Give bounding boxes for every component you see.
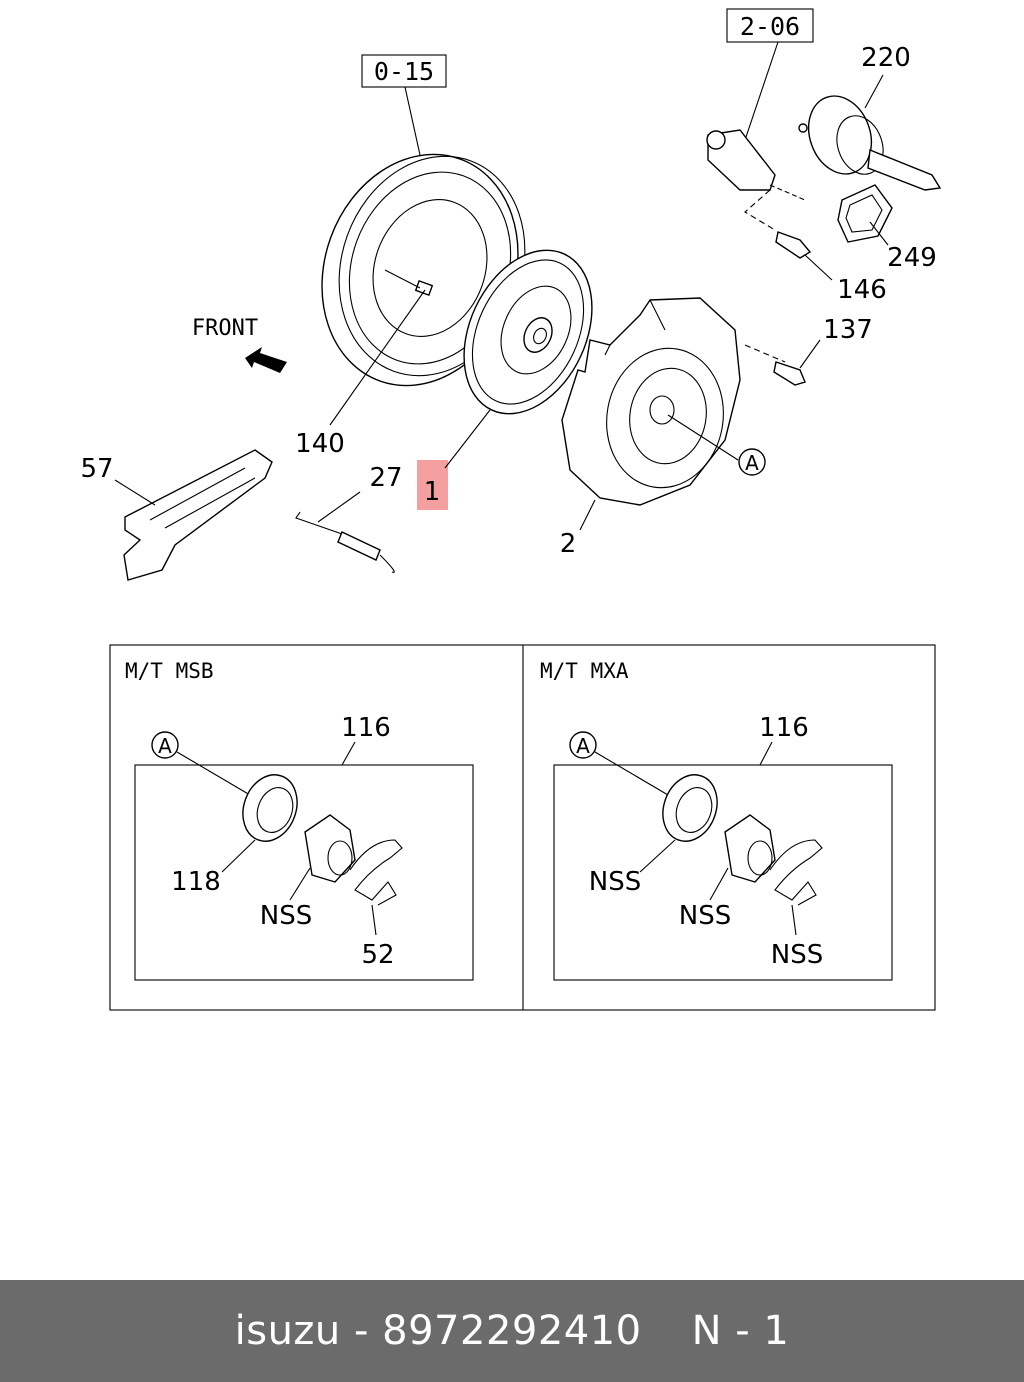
ref-box-0-15 — [361, 54, 447, 88]
inset-right-callout-nss-1: NSS — [589, 867, 641, 897]
bolt-146 — [775, 231, 812, 259]
master-cylinder — [798, 95, 942, 191]
callout-137: 137 — [823, 315, 873, 345]
callout-57: 57 — [80, 454, 113, 484]
callout-2: 2 — [560, 529, 577, 559]
gasket-249 — [837, 184, 893, 243]
inset-right: M/T MXA 116 A NSS NSS NSS — [540, 659, 893, 981]
ref-box-2-06 — [726, 8, 814, 43]
highlight-callout-1 — [417, 460, 448, 510]
inset-right-callout-nss-2: NSS — [679, 901, 731, 931]
callout-a-circle — [738, 448, 766, 476]
inset-right-callout-a: A — [576, 734, 590, 758]
pressure-plate — [561, 297, 741, 506]
slave-cylinder — [706, 129, 806, 201]
inset-left-callout-116: 116 — [341, 713, 391, 743]
inset-right-callout-nss-3: NSS — [771, 940, 823, 970]
footer-bar: isuzu - 8972292410 N - 1 — [0, 1280, 1024, 1382]
clutch-disc — [463, 249, 593, 415]
callout-a: A — [745, 451, 759, 475]
bolt-137 — [744, 344, 806, 386]
front-label: FRONT — [192, 316, 258, 341]
spring-27 — [295, 511, 395, 573]
parts-diagram: 0-15 1 2 A 137 2-06 — [80, 8, 942, 1011]
ref-2-06-label: 2-06 — [740, 12, 800, 41]
inset-left-title: M/T MSB — [125, 659, 214, 683]
inset-left-callout-118: 118 — [171, 867, 221, 897]
release-fork — [123, 449, 273, 581]
callout-140: 140 — [295, 429, 345, 459]
callout-27: 27 — [369, 463, 402, 493]
inset-left-callout-52: 52 — [361, 940, 394, 970]
callout-249: 249 — [887, 243, 937, 273]
callout-146: 146 — [837, 275, 887, 305]
inset-right-callout-116: 116 — [759, 713, 809, 743]
inset-right-title: M/T MXA — [540, 659, 629, 683]
callout-1: 1 — [424, 477, 441, 507]
front-arrow-icon — [245, 347, 287, 373]
footer-page: N - 1 — [691, 1308, 790, 1354]
callout-220: 220 — [861, 43, 911, 73]
ref-0-15-label: 0-15 — [374, 57, 434, 86]
inset-left-callout-nss: NSS — [260, 901, 312, 931]
footer-brand-part: isuzu - 8972292410 — [234, 1308, 642, 1354]
inset-left-callout-a: A — [158, 734, 172, 758]
inset-left: M/T MSB 116 A 118 NSS 52 — [125, 659, 474, 981]
